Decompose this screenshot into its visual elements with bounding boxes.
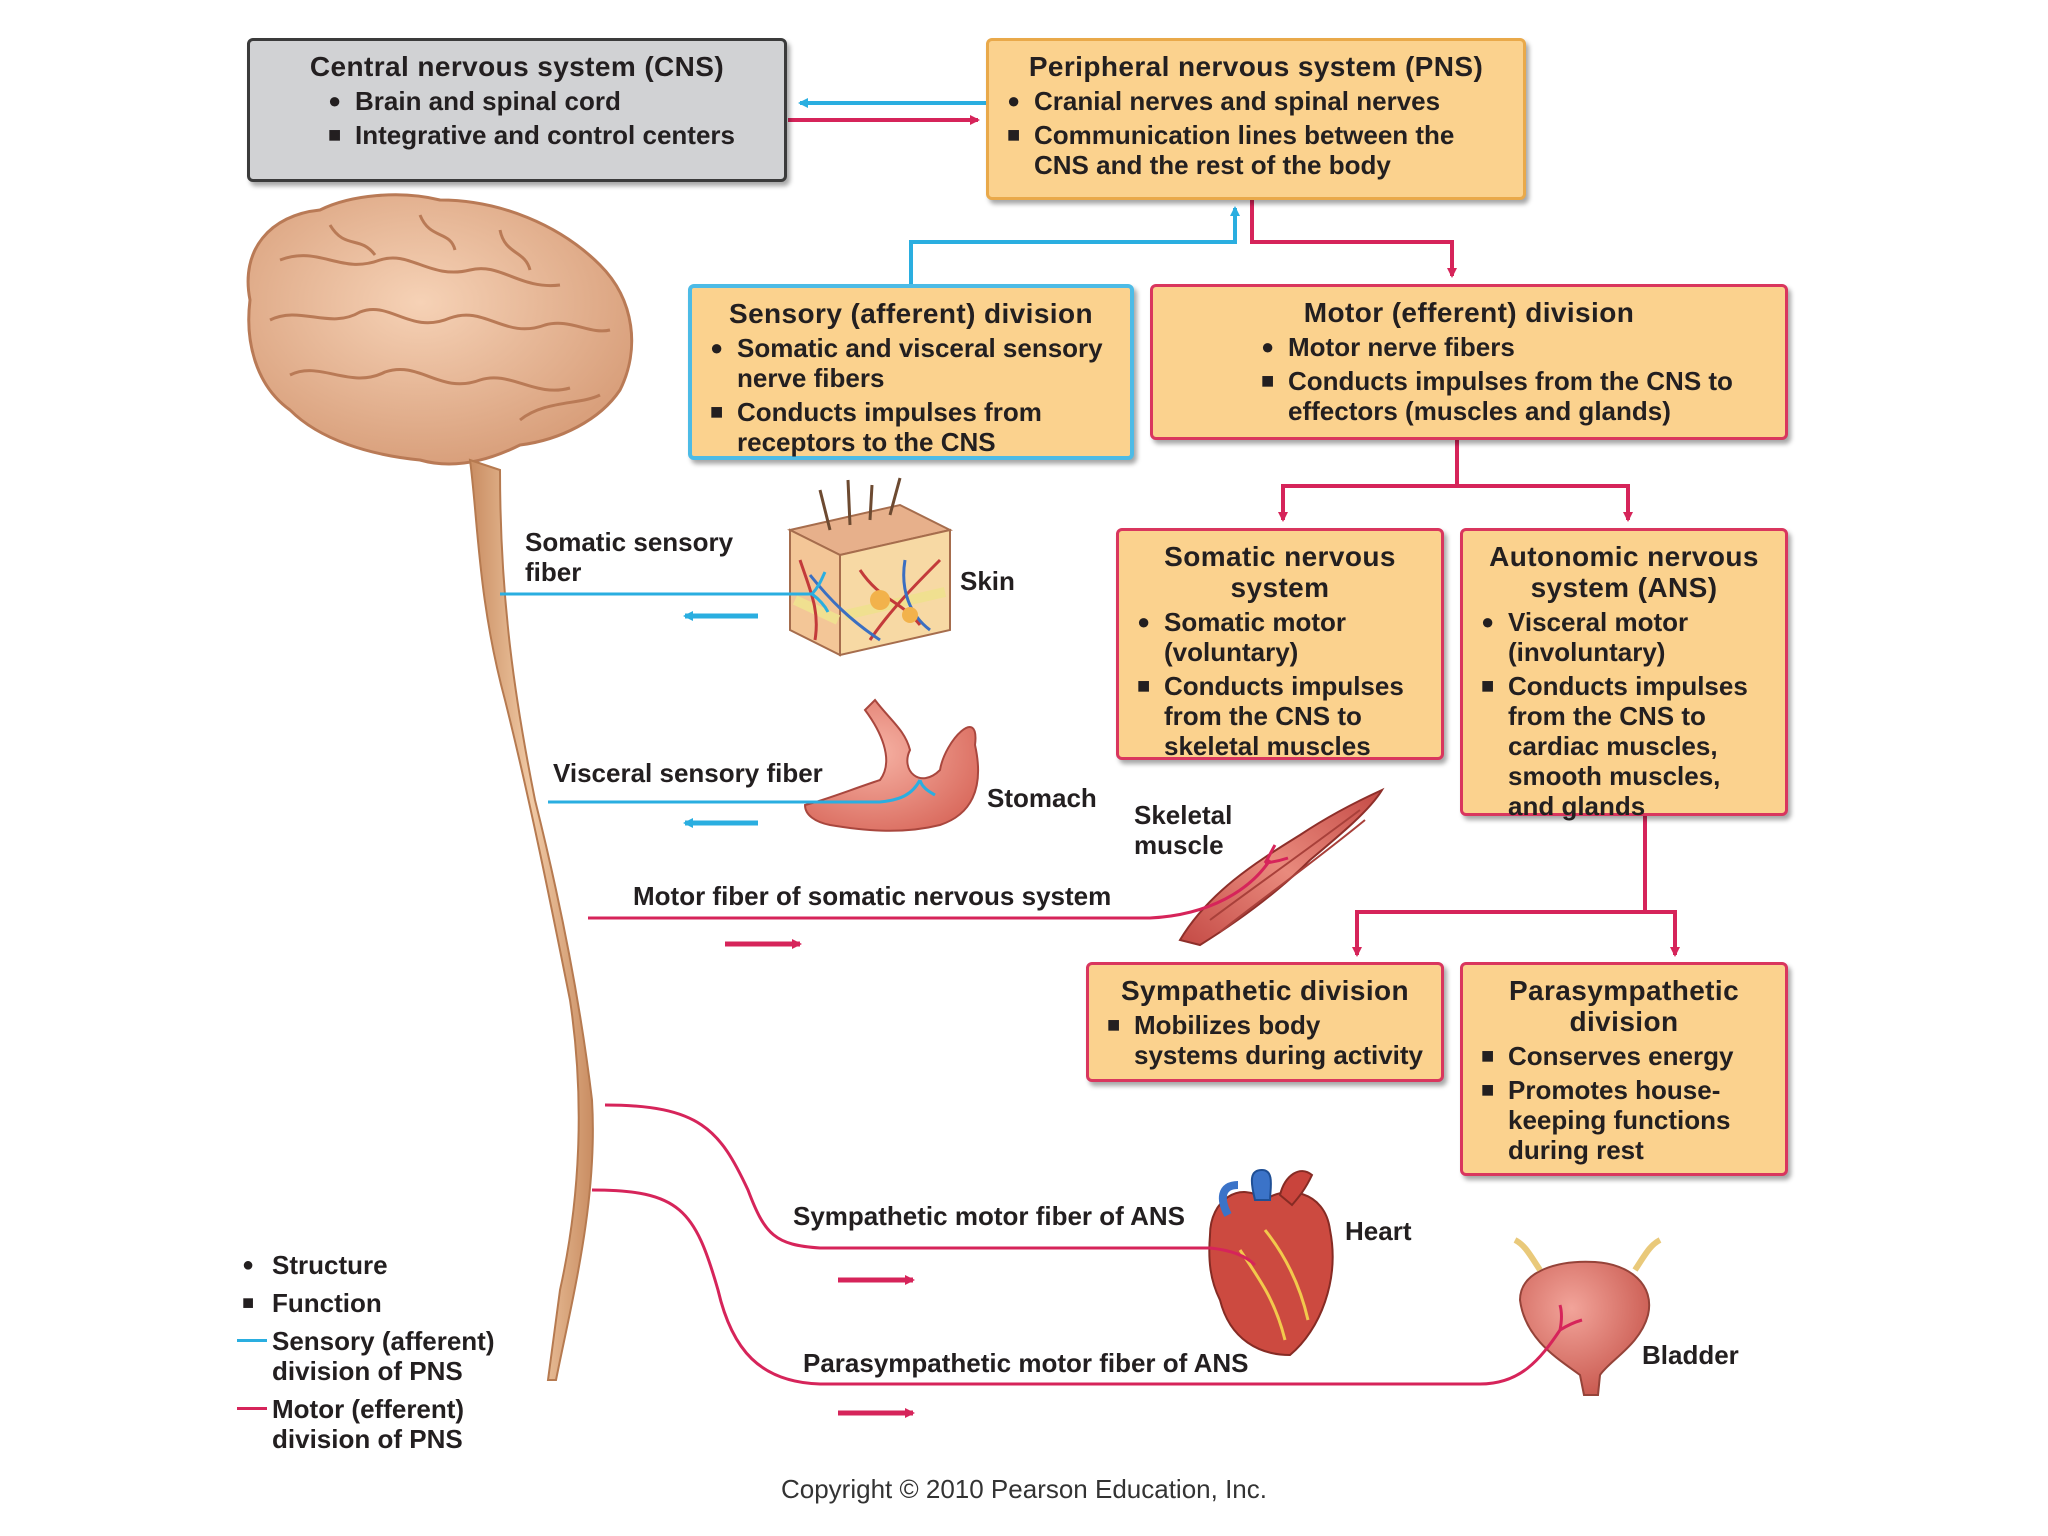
legend-function: ■Function xyxy=(242,1288,382,1318)
somatic-function-item: ■Conducts impulses from the CNS to skele… xyxy=(1137,671,1404,761)
connector-motor-to-subsystems xyxy=(1278,440,1633,522)
structure-bullet-icon: ● xyxy=(242,1254,255,1276)
motor-division-box: Motor (efferent) division ●Motor nerve f… xyxy=(1150,284,1788,440)
structure-bullet-icon: ● xyxy=(710,335,724,360)
skin-illustration xyxy=(787,477,953,657)
sensory-structure-item: ●Somatic and visceral sensory nerve fibe… xyxy=(710,333,1103,393)
heart-label: Heart xyxy=(1345,1216,1412,1246)
structure-bullet-icon: ● xyxy=(1481,609,1495,634)
somatic-sensory-fiber-label: Somatic sensory fiber xyxy=(525,527,734,587)
spinal-cord xyxy=(468,458,594,1381)
parasympathetic-function-item-1: ■Conserves energy xyxy=(1481,1041,1734,1071)
function-square-icon: ■ xyxy=(1481,1043,1495,1068)
structure-bullet-icon: ● xyxy=(1261,334,1275,359)
motor-division-title: Motor (efferent) division xyxy=(1303,297,1635,328)
motor-fiber-somatic-label: Motor fiber of somatic nervous system xyxy=(633,881,1112,911)
function-square-icon: ■ xyxy=(1007,122,1021,147)
sensory-function-item: ■Conducts impulses from receptors to the… xyxy=(710,397,1042,457)
legend-structure: ●Structure xyxy=(242,1250,388,1280)
structure-bullet-icon: ● xyxy=(1007,88,1021,113)
somatic-sensory-fiber-line xyxy=(500,571,830,621)
function-square-icon: ■ xyxy=(328,122,342,147)
cns-function-item: ■Integrative and control centers xyxy=(328,120,735,150)
skeletal-muscle-label: Skeletal muscle xyxy=(1134,800,1233,860)
function-square-icon: ■ xyxy=(710,399,724,424)
sensory-line-icon xyxy=(237,1339,267,1342)
heart-illustration xyxy=(1208,1168,1334,1357)
sympathetic-division-title: Sympathetic division xyxy=(1120,975,1410,1006)
autonomic-nervous-system-box: Autonomic nervous system (ANS) ●Visceral… xyxy=(1460,528,1788,821)
pns-structure-item: ●Cranial nerves and spinal nerves xyxy=(1007,86,1441,116)
connector-sensory-to-pns xyxy=(909,206,1240,284)
sympathetic-function-item: ■Mobilizes body systems during activity xyxy=(1107,1010,1423,1070)
sympathetic-motor-fiber-label: Sympathetic motor fiber of ANS xyxy=(793,1201,1185,1231)
motor-line-icon xyxy=(237,1407,267,1410)
function-square-icon: ■ xyxy=(1481,673,1495,698)
sympathetic-motor-fiber-line xyxy=(604,1103,1257,1285)
function-square-icon: ■ xyxy=(1261,368,1275,393)
pns-title: Peripheral nervous system (PNS) xyxy=(1028,51,1484,82)
copyright: Copyright © 2010 Pearson Education, Inc. xyxy=(780,1474,1267,1504)
sensory-division-box: Sensory (afferent) division ●Somatic and… xyxy=(688,284,1134,460)
skeletal-muscle-illustration xyxy=(1178,787,1385,947)
somatic-nervous-system-box: Somatic nervous system ●Somatic motor (v… xyxy=(1116,528,1444,761)
bladder-label: Bladder xyxy=(1642,1340,1739,1370)
stomach-label: Stomach xyxy=(987,783,1097,813)
sensory-division-title: Sensory (afferent) division xyxy=(729,298,1093,329)
connector-ans-to-divisions xyxy=(1352,815,1680,957)
somatic-nervous-system-title: Somatic nervous system xyxy=(1164,541,1396,603)
pns-function-item: ■Communication lines between the CNS and… xyxy=(1007,120,1455,180)
autonomic-function-item: ■Conducts impulses from the CNS to cardi… xyxy=(1481,671,1748,821)
visceral-sensory-fiber-line xyxy=(548,779,936,828)
function-square-icon: ■ xyxy=(1137,673,1151,698)
cns-box: Central nervous system (CNS) ●Brain and … xyxy=(247,38,787,182)
autonomic-structure-item: ●Visceral motor (involuntary) xyxy=(1481,607,1689,667)
motor-function-item: ■Conducts impulses from the CNS to effec… xyxy=(1261,366,1733,426)
function-square-icon: ■ xyxy=(242,1292,255,1314)
legend-sensory: Sensory (afferent) division of PNS xyxy=(237,1326,560,1386)
parasympathetic-division-title: Parasympathetic division xyxy=(1508,975,1740,1037)
parasympathetic-function-item-2: ■Promotes house-keeping functions during… xyxy=(1481,1075,1731,1165)
cns-title: Central nervous system (CNS) xyxy=(309,51,725,82)
parasympathetic-division-box: Parasympathetic division ■Conserves ener… xyxy=(1460,962,1788,1176)
legend-motor: Motor (efferent) division of PNS xyxy=(237,1394,560,1454)
parasympathetic-motor-fiber-line xyxy=(591,1188,1583,1418)
somatic-motor-fiber-line xyxy=(588,844,1289,949)
stomach-illustration xyxy=(803,698,980,832)
autonomic-nervous-system-title: Autonomic nervous system (ANS) xyxy=(1489,541,1759,603)
skin-label: Skin xyxy=(960,566,1015,596)
legend: ●Structure ■Function Sensory (afferent) … xyxy=(237,1250,560,1462)
sympathetic-division-box: Sympathetic division ■Mobilizes body sys… xyxy=(1086,962,1444,1082)
visceral-sensory-fiber-label: Visceral sensory fiber xyxy=(553,758,823,788)
structure-bullet-icon: ● xyxy=(328,88,342,113)
cns-structure-item: ●Brain and spinal cord xyxy=(328,86,621,116)
connector-pns-to-motor xyxy=(1250,200,1457,278)
function-square-icon: ■ xyxy=(1481,1077,1495,1102)
pns-box: Peripheral nervous system (PNS) ●Cranial… xyxy=(986,38,1526,200)
somatic-structure-item: ●Somatic motor (voluntary) xyxy=(1137,607,1347,667)
motor-structure-item: ●Motor nerve fibers xyxy=(1261,332,1515,362)
parasympathetic-motor-fiber-label: Parasympathetic motor fiber of ANS xyxy=(803,1348,1249,1378)
structure-bullet-icon: ● xyxy=(1137,609,1151,634)
function-square-icon: ■ xyxy=(1107,1012,1121,1037)
brain-illustration xyxy=(246,193,634,466)
bladder-illustration xyxy=(1513,1237,1662,1396)
